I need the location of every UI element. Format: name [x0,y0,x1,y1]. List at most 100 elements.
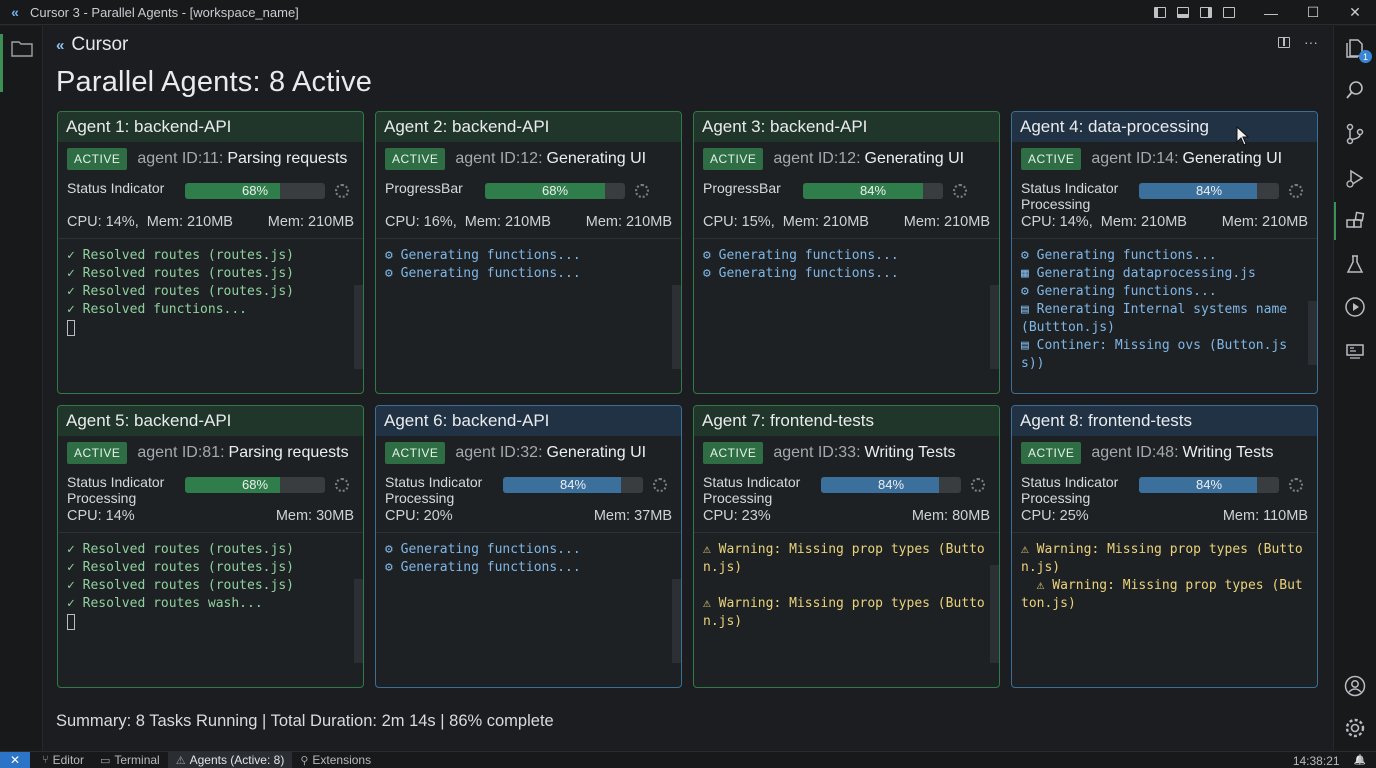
progress-bar-fill [803,183,924,199]
remote-indicator[interactable]: ✕ [0,751,30,768]
agent-log-output[interactable]: ✓ Resolved routes (routes.js)✓ Resolved … [58,239,363,393]
progress-percent: 84% [859,183,887,198]
more-actions-icon[interactable]: ··· [1304,34,1318,50]
progress-label-text: Status Indicator [67,474,165,490]
divider [58,238,363,239]
scrollbar[interactable] [354,285,363,369]
agent-log-output[interactable]: ⚙ Generating functions...▦ Generating da… [1012,239,1317,393]
statusbar-editor[interactable]: ⑂Editor [34,752,92,768]
play-circle-icon[interactable] [1343,295,1367,319]
scrollbar[interactable] [672,285,681,369]
active-indicator [0,34,3,92]
agent-log-output[interactable]: ⚠ Warning: Missing prop types (Button.js… [1012,533,1317,687]
customize-layout-icon[interactable] [1217,0,1240,25]
log-line: ✓ Resolved routes (routes.js) [67,248,294,263]
extensions-icon: ⚲ [300,754,309,767]
scrollbar[interactable] [1308,301,1317,365]
agent-log-output[interactable]: ✓ Resolved routes (routes.js)✓ Resolved … [58,533,363,687]
split-editor-icon[interactable] [1278,36,1290,48]
statusbar-item-label: Editor [52,753,84,767]
status-badge: ACTIVE [703,148,764,170]
toggle-secondary-sidebar-icon[interactable] [1194,0,1217,25]
account-icon[interactable] [1343,674,1367,698]
progress-percent: 84% [559,477,587,492]
scrollbar[interactable] [672,579,681,663]
scrollbar[interactable] [990,285,999,369]
loading-spinner-icon [635,184,649,198]
agent-log-output[interactable]: ⚙ Generating functions...⚙ Generating fu… [376,533,681,687]
progress-bar-fill [485,183,606,199]
remote-explorer-icon[interactable] [1343,338,1367,362]
log-line: ⚙ Generating functions... [385,542,581,557]
notifications-bell-icon[interactable]: 🔔 [1353,755,1366,766]
agent-card-title: Agent 1: backend-API [58,112,363,142]
search-icon[interactable] [1343,78,1367,102]
log-line: ⚠ Warning: Missing prop types (Button.js… [703,596,985,629]
cpu-usage: CPU: 23% [703,508,771,524]
scrollbar[interactable] [354,579,363,663]
minimize-button[interactable]: — [1264,4,1278,21]
progress-bar-fill [503,477,621,493]
toggle-panel-icon[interactable] [1171,0,1194,25]
scrollbar[interactable] [990,565,999,663]
status-badge: ACTIVE [385,148,446,170]
memory-usage: Mem: 210MB [585,214,672,230]
clock-time: 14:38:21 [1292,753,1340,768]
agent-id: agent ID:11: [137,150,224,167]
statusbar-extensions[interactable]: ⚲Extensions [292,752,379,768]
progress-label-text: Status Indicator [703,474,801,490]
folder-icon[interactable] [11,40,33,57]
toggle-primary-sidebar-icon[interactable] [1148,0,1171,25]
agent-card-title: Agent 8: frontend-tests [1012,406,1317,436]
agent-log-output[interactable]: ⚠ Warning: Missing prop types (Button.js… [694,533,999,687]
progress-bar-fill [1139,477,1257,493]
run-debug-icon[interactable] [1343,166,1367,190]
settings-gear-icon[interactable] [1343,716,1367,740]
resource-metrics: CPU: 25%Mem: 110MB [1012,504,1317,528]
progress-label: Status Indicator [67,180,164,196]
testing-flask-icon[interactable] [1343,252,1367,276]
maximize-button[interactable]: ☐ [1306,4,1320,20]
progress-label-text: Status Indicator [1021,180,1119,196]
progress-bar-fill [185,183,281,199]
memory-usage-inline: Mem: 210MB [1100,214,1187,230]
status-bar: ✕ ⑂Editor▭Terminal⚠Agents (Active: 8)⚲Ex… [0,751,1376,768]
progress-sub-text: Processing [385,490,455,506]
agent-task: Writing Tests [1182,444,1274,461]
branch-icon: ⑂ [42,754,49,766]
close-button[interactable]: ✕ [1349,4,1361,20]
statusbar-agents[interactable]: ⚠Agents (Active: 8) [167,751,293,768]
source-control-icon[interactable] [1343,122,1367,146]
statusbar-terminal[interactable]: ▭Terminal [92,752,168,768]
agent-id: agent ID:32: [455,444,543,461]
agent-log-output[interactable]: ⚙ Generating functions...⚙ Generating fu… [376,239,681,393]
explorer-icon[interactable]: 1 [1343,36,1372,63]
memory-usage-inline: Mem: 210MB [782,214,869,230]
agent-task: Generating UI [546,150,647,167]
log-line: ✓ Resolved routes (routes.js) [67,560,294,575]
agent-log-output[interactable]: ⚙ Generating functions...⚙ Generating fu… [694,239,999,393]
extensions-icon[interactable] [1343,210,1367,234]
agent-id: agent ID:33: [773,444,861,461]
log-line: ▤ Renerating Internal systems name (Butt… [1021,302,1295,335]
progress-percent: 84% [877,477,905,492]
memory-usage: Mem: 210MB [267,214,354,230]
memory-usage: Mem: 80MB [911,508,990,524]
log-line: ⚙ Generating functions... [703,248,899,263]
